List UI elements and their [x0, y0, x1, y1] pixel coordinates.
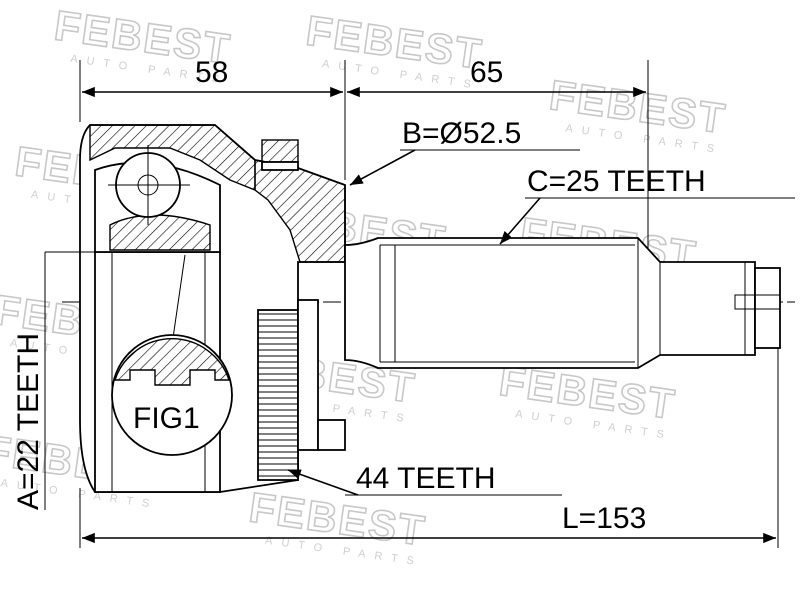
callout-outer-spline: C=25 TEETH	[499, 165, 795, 245]
callout-bearing-diameter: B=Ø52.5	[349, 117, 580, 186]
callout-abs-ring: 44 TEETH	[287, 462, 562, 496]
callout-inner-spline: A=22 TEETH	[12, 251, 95, 510]
fig1-detail: FIG1	[111, 254, 233, 456]
stub-shaft	[344, 237, 781, 369]
dimension-right-length: 65	[347, 56, 649, 250]
dimension-total-length-label: L=153	[562, 502, 646, 535]
abs-ring	[257, 299, 346, 481]
dimension-left-length: 58	[79, 56, 346, 180]
dimension-total-length: L=153	[79, 320, 779, 548]
dimension-left-length-label: 58	[195, 56, 228, 89]
callout-inner-spline-label: A=22 TEETH	[12, 333, 45, 510]
callout-bearing-diameter-label: B=Ø52.5	[402, 117, 521, 150]
dimension-right-length-label: 65	[470, 56, 503, 89]
callout-abs-ring-label: 44 TEETH	[356, 462, 496, 495]
bearing-collar	[261, 139, 299, 171]
callout-outer-spline-label: C=25 TEETH	[527, 165, 706, 198]
fig1-label: FIG1	[133, 402, 200, 435]
